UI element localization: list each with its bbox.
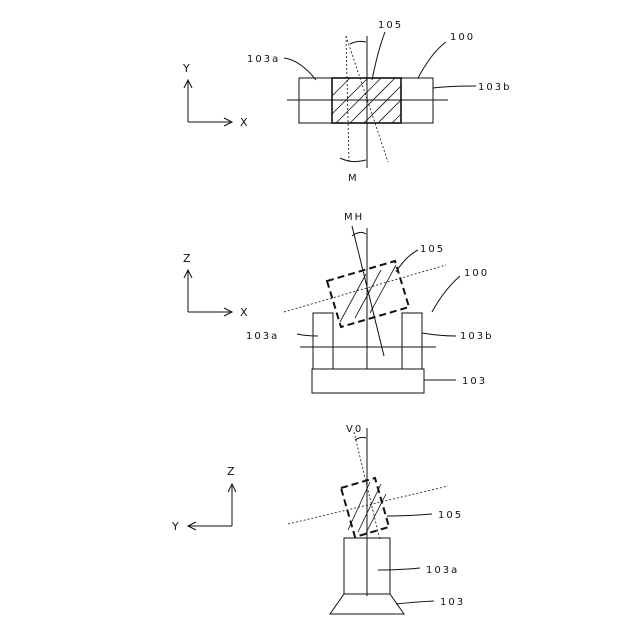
label-105-2: 105 bbox=[420, 244, 445, 255]
label-103a-3: 103a bbox=[426, 565, 459, 576]
label-103: 103 bbox=[462, 376, 487, 387]
figure-1: Y X 105 100 103a bbox=[182, 20, 511, 184]
label-v0: V0 bbox=[346, 424, 363, 435]
leader-103a bbox=[284, 58, 316, 80]
tilted-horizontal-dotted bbox=[284, 265, 446, 312]
label-103b-2: 103b bbox=[460, 331, 493, 342]
angle-arc-v0 bbox=[355, 437, 366, 440]
leader-103b bbox=[433, 86, 476, 88]
y-axis-label: Y bbox=[182, 62, 190, 75]
upright-103b bbox=[402, 313, 422, 369]
upright-103a bbox=[313, 313, 333, 369]
label-105: 105 bbox=[378, 20, 403, 31]
label-m: M bbox=[348, 173, 359, 184]
leader-103-3 bbox=[396, 601, 434, 604]
x-axis-label: X bbox=[240, 116, 248, 129]
crystal-105-side bbox=[341, 478, 389, 537]
figure-2: Z X MH 105 100 103a 103b bbox=[183, 212, 493, 393]
leader-100-2 bbox=[432, 276, 460, 312]
angle-arc-bottom bbox=[340, 158, 366, 162]
label-105-3: 105 bbox=[438, 510, 463, 521]
angle-arc-top bbox=[350, 41, 366, 44]
axes-xy: Y X bbox=[182, 62, 248, 129]
leader-103a-2 bbox=[297, 334, 318, 336]
figure-3: Z Y V0 105 103a 103 bbox=[171, 424, 465, 614]
label-100-2: 100 bbox=[464, 268, 489, 279]
base-103 bbox=[312, 369, 424, 393]
y-axis-label-3: Y bbox=[171, 520, 179, 533]
label-100: 100 bbox=[450, 32, 475, 43]
leader-105-3 bbox=[387, 514, 432, 516]
base-103-trapezoid bbox=[330, 594, 404, 614]
leader-100 bbox=[418, 42, 446, 78]
axes-xz: Z X bbox=[183, 252, 248, 319]
leader-103b-2 bbox=[422, 333, 456, 336]
leader-105 bbox=[372, 32, 385, 80]
label-103a: 103a bbox=[247, 54, 280, 65]
label-103-3: 103 bbox=[440, 597, 465, 608]
leader-103a-3 bbox=[378, 568, 420, 570]
label-103a-2: 103a bbox=[246, 331, 279, 342]
label-103b: 103b bbox=[478, 82, 511, 93]
axes-yz: Z Y bbox=[171, 465, 236, 533]
label-mh: MH bbox=[344, 212, 364, 223]
x-axis-label-2: X bbox=[240, 306, 248, 319]
crystal-105-rotated-hatch bbox=[340, 265, 396, 322]
z-axis-label-3: Z bbox=[227, 465, 235, 478]
leader-105-2 bbox=[396, 250, 418, 272]
z-axis-label: Z bbox=[183, 252, 191, 265]
